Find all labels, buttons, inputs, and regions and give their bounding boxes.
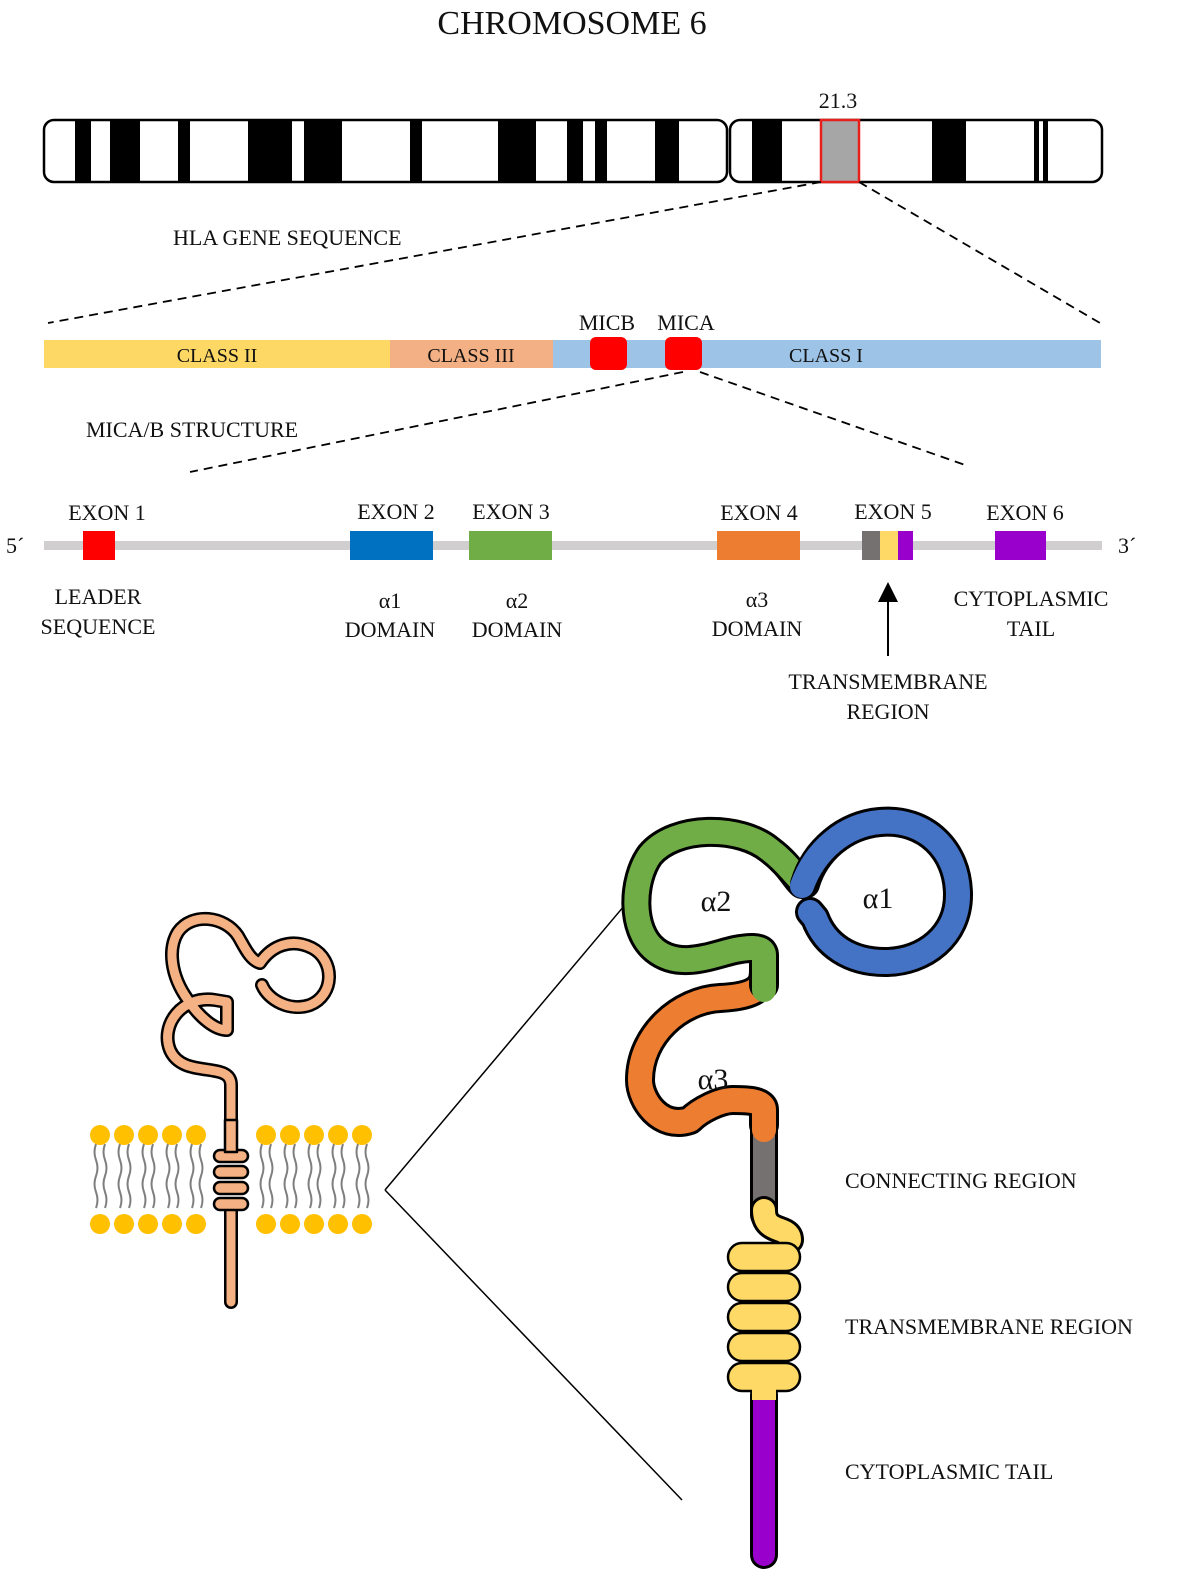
three-prime-label: 3´ bbox=[1118, 533, 1136, 558]
cytoplasmic-tail-label: CYTOPLASMIC TAIL bbox=[845, 1459, 1053, 1484]
small-protein-coils bbox=[212, 1118, 250, 1212]
alpha1-label: α1 bbox=[863, 882, 894, 915]
arrow-head-icon bbox=[878, 582, 898, 602]
alpha3-label: α3 bbox=[698, 1063, 729, 1096]
exon-5-transmembrane bbox=[880, 531, 898, 560]
exon-3 bbox=[469, 531, 552, 560]
class-iii-label: CLASS III bbox=[427, 345, 514, 367]
class-i-segment bbox=[553, 340, 1101, 368]
hla-heading: HLA GENE SEQUENCE bbox=[173, 225, 402, 250]
exon-6 bbox=[995, 531, 1046, 560]
exon-5-tail bbox=[898, 531, 913, 560]
band-21-3 bbox=[819, 118, 861, 184]
membrane-bilayer bbox=[90, 1125, 372, 1234]
mica-label: MICA bbox=[657, 310, 715, 335]
class-i-label: CLASS I bbox=[789, 345, 863, 367]
micb-gene bbox=[590, 337, 627, 370]
alpha1-domain-label-2: DOMAIN bbox=[345, 617, 436, 642]
mica-protein-large: α1 α2 α3 bbox=[621, 806, 973, 1569]
alpha2-label: α2 bbox=[701, 885, 732, 918]
transmembrane-label-1: TRANSMEMBRANE bbox=[788, 669, 987, 694]
leader-label-1: LEADER bbox=[55, 584, 142, 609]
alpha3-domain-label-1: α3 bbox=[746, 587, 769, 612]
connecting-region-label: CONNECTING REGION bbox=[845, 1168, 1077, 1193]
transmembrane-label-2: REGION bbox=[846, 699, 929, 724]
alpha2-domain-label-2: DOMAIN bbox=[472, 617, 563, 642]
mic-structure-heading: MICA/B STRUCTURE bbox=[86, 417, 298, 442]
cyto-tail-label-1: CYTOPLASMIC bbox=[954, 586, 1109, 611]
exon-3-label: EXON 3 bbox=[472, 499, 550, 524]
exon-2 bbox=[350, 531, 433, 560]
hla-gene-bar: CLASS II CLASS III CLASS I MICB MICA bbox=[44, 310, 1101, 370]
exon-1-label: EXON 1 bbox=[68, 500, 146, 525]
band-label: 21.3 bbox=[819, 88, 858, 113]
cyto-tail-label-2: TAIL bbox=[1007, 616, 1055, 641]
mica-protein-small bbox=[160, 912, 336, 1309]
transmembrane-region-label: TRANSMEMBRANE REGION bbox=[845, 1314, 1133, 1339]
gene-backbone bbox=[44, 541, 1102, 550]
mic-gene-structure: 5´ 3´ EXON 1 EXON 2 EXON 3 EXON 4 EXON 5… bbox=[6, 499, 1136, 724]
alpha2-domain-label-1: α2 bbox=[506, 588, 529, 613]
five-prime-label: 5´ bbox=[6, 533, 24, 558]
chromosome-q-arm bbox=[730, 120, 1102, 182]
exon-1 bbox=[83, 531, 115, 560]
lipid-heads bbox=[90, 1125, 372, 1234]
class-iii-segment bbox=[390, 340, 553, 368]
transmembrane-coils bbox=[726, 1241, 802, 1400]
alpha3-domain-label-2: DOMAIN bbox=[712, 616, 803, 641]
alpha1-domain-label-1: α1 bbox=[379, 588, 402, 613]
exon-6-label: EXON 6 bbox=[986, 500, 1064, 525]
diagram-title: CHROMOSOME 6 bbox=[437, 5, 706, 42]
mica-gene bbox=[665, 337, 702, 370]
exon-5-label: EXON 5 bbox=[854, 499, 932, 524]
class-ii-label: CLASS II bbox=[177, 345, 258, 367]
chromosome-p-arm bbox=[44, 120, 727, 182]
exon-4 bbox=[717, 531, 800, 560]
exon-5-connecting bbox=[862, 531, 880, 560]
exon-2-label: EXON 2 bbox=[357, 499, 435, 524]
micb-label: MICB bbox=[579, 310, 635, 335]
leader-label-2: SEQUENCE bbox=[41, 614, 156, 639]
chromosome-6: 21.3 bbox=[42, 88, 1104, 184]
exon-4-label: EXON 4 bbox=[720, 500, 798, 525]
lipid-tails bbox=[93, 1143, 370, 1209]
class-ii-segment bbox=[44, 340, 390, 368]
